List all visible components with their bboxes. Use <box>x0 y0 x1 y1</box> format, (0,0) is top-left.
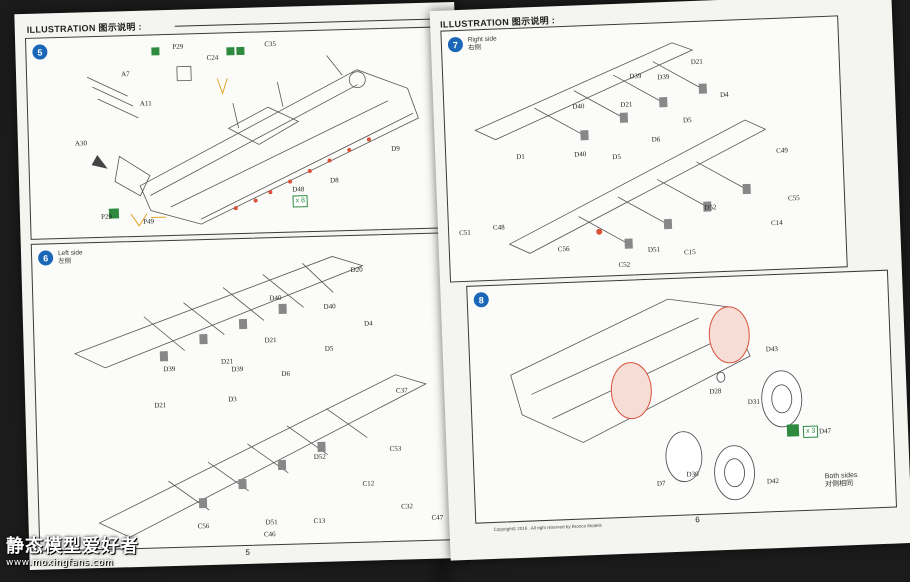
part-label: D48 <box>292 185 305 194</box>
part-label: C47 <box>431 513 444 522</box>
part-label: A7 <box>120 70 130 79</box>
site-watermark: 静态模型爱好者 www.moxingfans.com <box>6 532 196 568</box>
part-label: D4 <box>719 90 729 99</box>
part-label: C12 <box>362 479 375 488</box>
part-label: D47 <box>818 426 832 436</box>
part-label: D40 <box>574 150 587 159</box>
part-label: C48 <box>492 223 505 232</box>
part-label: D20 <box>350 265 363 274</box>
part-label: D39 <box>629 71 642 81</box>
part-label: D52 <box>704 203 717 212</box>
part-label: D30 <box>686 470 699 479</box>
part-label: D39 <box>231 364 244 374</box>
part-label: A30 <box>74 139 88 148</box>
part-label: D43 <box>765 344 779 354</box>
quantity-badge: x 3 <box>802 425 819 439</box>
part-label: C51 <box>459 228 471 238</box>
part-label: C53 <box>389 444 402 453</box>
part-label: D21 <box>620 100 633 109</box>
step-8-wheels-drawing <box>510 298 803 501</box>
step-5-panel: 5 <box>24 26 449 240</box>
header-rule <box>174 18 445 27</box>
part-label: D5 <box>682 116 692 125</box>
part-label: C37 <box>395 386 408 395</box>
step-7-suspension-drawing <box>474 42 767 254</box>
watermark-logo: 静态模型爱好者 <box>6 536 139 557</box>
part-label: C52 <box>618 260 631 270</box>
part-label: D42 <box>766 477 780 486</box>
part-label: C56 <box>557 244 570 254</box>
part-label: D39 <box>657 72 670 82</box>
part-label: D6 <box>651 135 661 144</box>
step-7-panel: 7 Right side 右侧 D21 D39 D39 D40 D21 D4 D… <box>440 15 848 283</box>
part-label: D4 <box>363 319 373 328</box>
part-label: A11 <box>139 99 152 108</box>
note-cn: 对侧相同 <box>824 480 854 489</box>
page-number: 6 <box>695 515 700 525</box>
part-label: D40 <box>269 293 282 303</box>
part-label: D52 <box>313 452 326 462</box>
part-label: D8 <box>329 176 339 185</box>
part-label: P49 <box>143 217 155 226</box>
part-label: C46 <box>263 530 276 539</box>
instruction-page-right: ILLUSTRATION 图示说明 : 7 Right side 右侧 D21 … <box>429 0 910 561</box>
part-label: D21 <box>690 57 703 67</box>
part-label: C35 <box>264 39 277 49</box>
part-label: D7 <box>656 479 666 488</box>
part-label: C56 <box>197 522 210 531</box>
part-label: C55 <box>787 194 800 203</box>
part-label: D1 <box>516 152 525 161</box>
part-label: C32 <box>401 502 414 511</box>
part-label: D21 <box>264 336 277 345</box>
part-label: C15 <box>683 248 696 257</box>
step-6-suspension-drawing <box>73 256 427 538</box>
quantity-badge: x 8 <box>292 195 309 208</box>
part-label: C49 <box>776 146 789 155</box>
part-label: D9 <box>391 144 400 153</box>
part-label: D5 <box>324 344 334 353</box>
part-label: C24 <box>206 53 219 62</box>
part-label: P29 <box>172 42 184 51</box>
part-label: C13 <box>313 516 326 526</box>
copyright-notice: Copyright© 2016 . All right reserved by … <box>493 522 602 532</box>
part-label: C14 <box>770 218 783 228</box>
step-8-panel: 8 D43 D28 D31 D47 D7 D30 <box>466 269 898 524</box>
part-label: D3 <box>228 395 237 404</box>
part-label: D6 <box>281 369 291 378</box>
part-label: D28 <box>709 387 722 396</box>
part-label: D40 <box>572 102 585 111</box>
step-5-hull-drawing <box>86 46 419 227</box>
watermark-url: www.moxingfans.com <box>6 558 114 568</box>
instruction-page-left: ILLUSTRATION 图示说明 : 5 <box>14 1 470 571</box>
part-label: D51 <box>647 245 661 254</box>
part-label: D39 <box>163 364 176 374</box>
part-label: D51 <box>265 518 278 527</box>
page-header: ILLUSTRATION 图示说明 : <box>26 21 142 35</box>
part-label: D31 <box>747 397 761 407</box>
part-label: D5 <box>612 152 622 162</box>
part-label: D40 <box>323 302 336 311</box>
page-number: 5 <box>245 547 251 558</box>
part-label: D21 <box>154 401 167 410</box>
step-6-panel: 6 Left side 左侧 D20 D40 D40 D4 D21 D21 D5… <box>30 232 458 552</box>
part-label: P29 <box>100 212 113 221</box>
